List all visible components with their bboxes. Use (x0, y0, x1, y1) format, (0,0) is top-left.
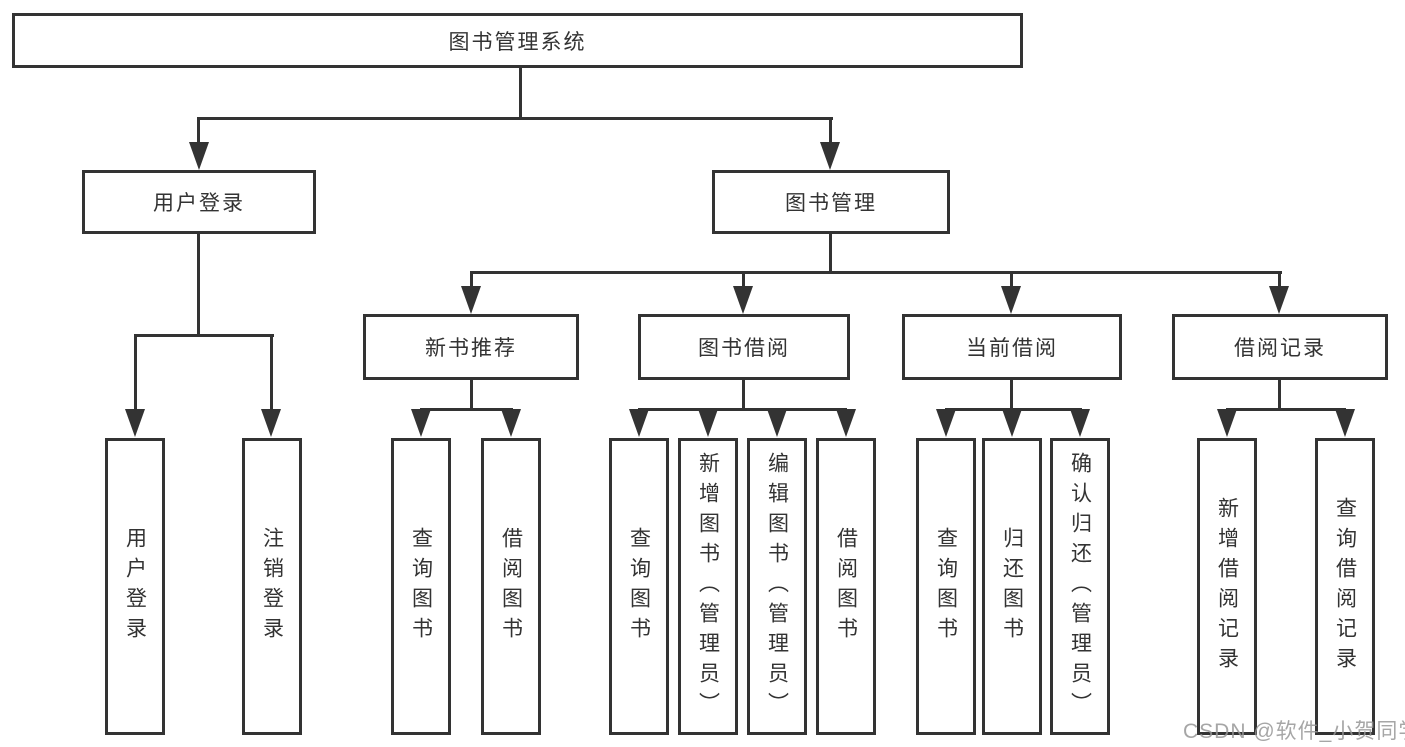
arrow-down-icon (767, 409, 787, 437)
leaf-edit-books-admin-label: 编辑图书（管理员） (765, 451, 789, 722)
connector-line (1226, 408, 1346, 411)
connector-line (270, 334, 273, 412)
node-book-management: 图书管理 (712, 170, 950, 234)
connector-line (742, 271, 745, 291)
connector-line (134, 334, 137, 412)
node-book-borrowing: 图书借阅 (638, 314, 850, 380)
leaf-logout: 注销登录 (242, 438, 302, 735)
arrow-down-icon (189, 142, 209, 170)
arrow-down-icon (936, 409, 956, 437)
leaf-add-borrow-record: 新增借阅记录 (1197, 438, 1257, 735)
connector-line (197, 117, 200, 145)
leaf-query-borrow-record-label: 查询借阅记录 (1333, 496, 1357, 677)
arrow-down-icon (501, 409, 521, 437)
connector-line (638, 408, 847, 411)
leaf-add-borrow-record-label: 新增借阅记录 (1215, 496, 1239, 677)
leaf-borrow-books: 借阅图书 (816, 438, 876, 735)
connector-line (420, 408, 513, 411)
connector-line (470, 271, 1282, 274)
arrow-down-icon (125, 409, 145, 437)
leaf-user-login-label: 用户登录 (123, 526, 147, 647)
connector-line (197, 117, 833, 120)
leaf-return-books-label: 归还图书 (1000, 526, 1024, 647)
connector-line (742, 380, 745, 410)
leaf-recommend-query-books-label: 查询图书 (409, 526, 433, 647)
connector-line (1278, 271, 1281, 291)
arrow-down-icon (836, 409, 856, 437)
connector-line (1010, 380, 1013, 410)
arrow-down-icon (261, 409, 281, 437)
connector-line (134, 334, 274, 337)
arrow-down-icon (1001, 286, 1021, 314)
connector-line (829, 234, 832, 273)
connector-line (519, 68, 522, 120)
leaf-edit-books-admin: 编辑图书（管理员） (747, 438, 807, 735)
node-user-login-label: 用户登录 (153, 192, 245, 215)
arrow-down-icon (1217, 409, 1237, 437)
connector-line (197, 234, 200, 336)
node-root-label: 图书管理系统 (448, 30, 587, 54)
arrow-down-icon (1335, 409, 1355, 437)
csdn-watermark: CSDN @软件_小贺同学 (1183, 720, 1405, 743)
node-new-book-recommend: 新书推荐 (363, 314, 579, 380)
node-current-borrowing: 当前借阅 (902, 314, 1122, 380)
arrow-down-icon (1002, 409, 1022, 437)
node-borrowing-records-label: 借阅记录 (1234, 337, 1326, 360)
leaf-borrow-query-books: 查询图书 (609, 438, 669, 735)
leaf-confirm-return-admin-label: 确认归还（管理员） (1068, 451, 1092, 722)
connector-line (1010, 271, 1013, 291)
arrow-down-icon (461, 286, 481, 314)
leaf-current-query-books: 查询图书 (916, 438, 976, 735)
arrow-down-icon (1269, 286, 1289, 314)
connector-line (470, 271, 473, 291)
node-book-management-label: 图书管理 (785, 192, 877, 215)
leaf-current-query-books-label: 查询图书 (934, 526, 958, 647)
node-book-borrowing-label: 图书借阅 (698, 337, 790, 360)
arrow-down-icon (1070, 409, 1090, 437)
leaf-add-books-admin: 新增图书（管理员） (678, 438, 738, 735)
leaf-borrow-query-books-label: 查询图书 (627, 526, 651, 647)
connector-line (470, 380, 473, 410)
leaf-recommend-query-books: 查询图书 (391, 438, 451, 735)
node-current-borrowing-label: 当前借阅 (966, 337, 1058, 360)
arrow-down-icon (629, 409, 649, 437)
arrow-down-icon (820, 142, 840, 170)
arrow-down-icon (698, 409, 718, 437)
arrow-down-icon (411, 409, 431, 437)
leaf-confirm-return-admin: 确认归还（管理员） (1050, 438, 1110, 735)
node-user-login: 用户登录 (82, 170, 316, 234)
connector-line (1278, 380, 1281, 410)
leaf-query-borrow-record: 查询借阅记录 (1315, 438, 1375, 735)
leaf-user-login: 用户登录 (105, 438, 165, 735)
node-new-book-recommend-label: 新书推荐 (425, 337, 517, 360)
leaf-logout-label: 注销登录 (260, 526, 284, 647)
arrow-down-icon (733, 286, 753, 314)
leaf-add-books-admin-label: 新增图书（管理员） (696, 451, 720, 722)
leaf-recommend-borrow-books-label: 借阅图书 (499, 526, 523, 647)
leaf-recommend-borrow-books: 借阅图书 (481, 438, 541, 735)
node-borrowing-records: 借阅记录 (1172, 314, 1388, 380)
leaf-borrow-books-label: 借阅图书 (834, 526, 858, 647)
node-root: 图书管理系统 (12, 13, 1023, 68)
connector-line (829, 117, 832, 145)
leaf-return-books: 归还图书 (982, 438, 1042, 735)
